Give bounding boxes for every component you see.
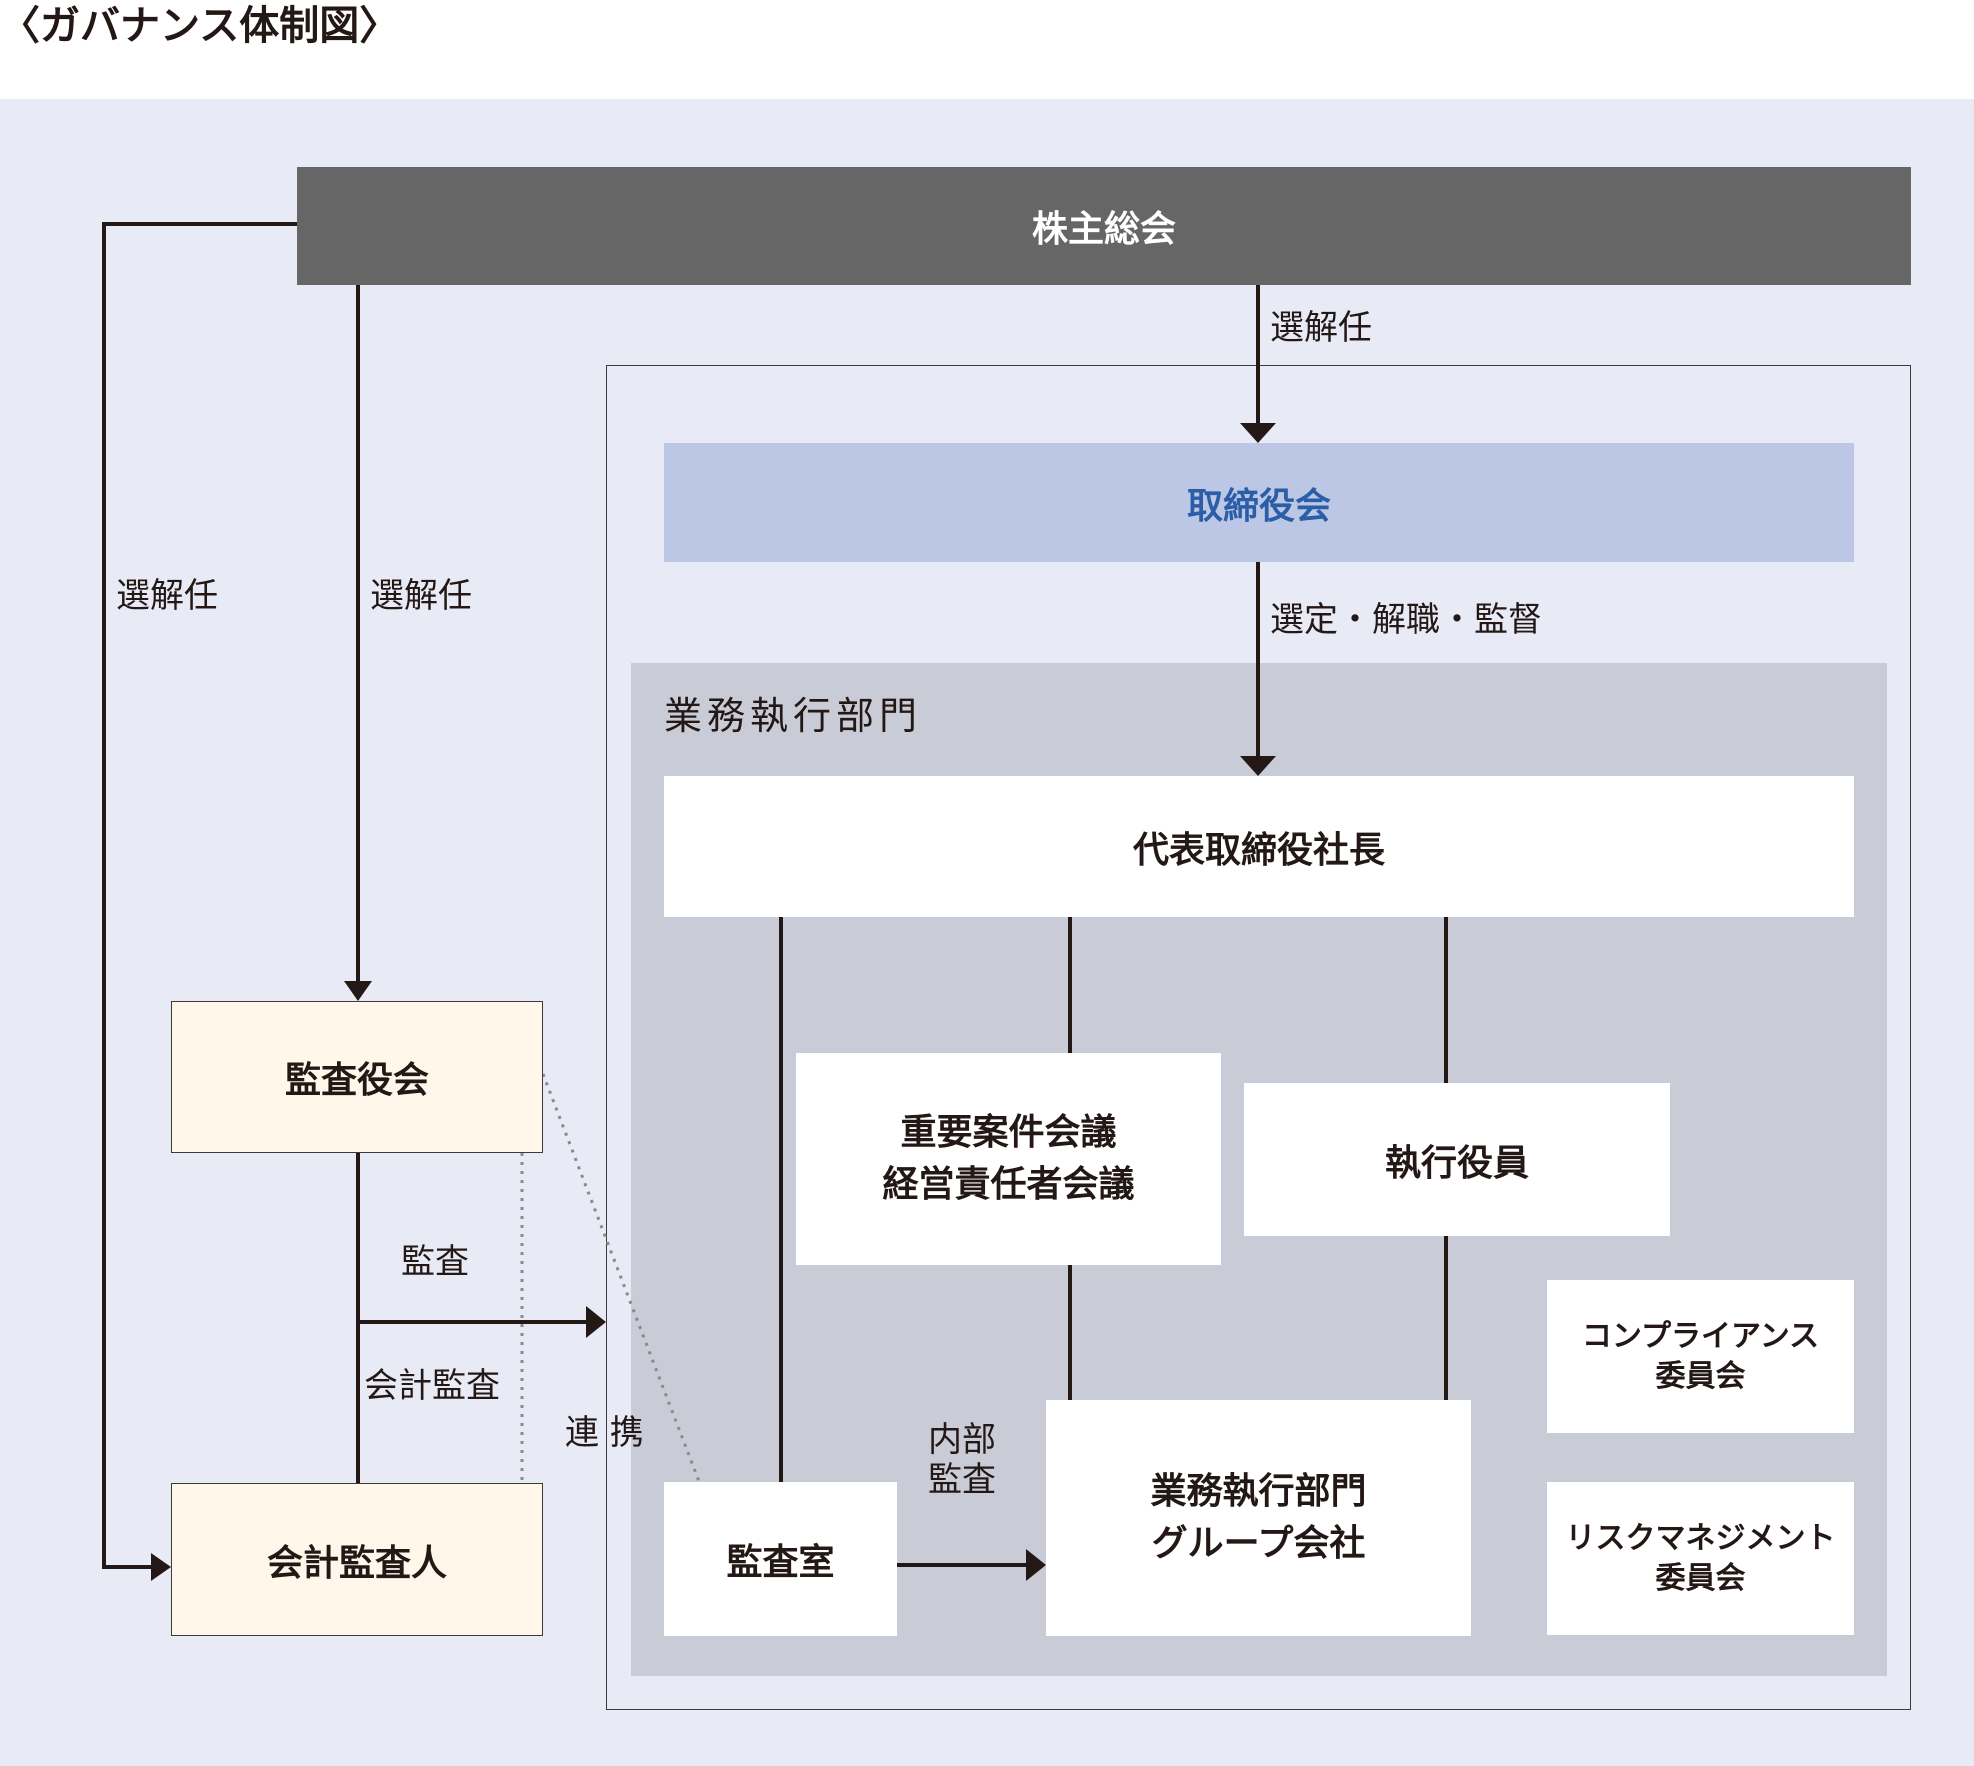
board-of-directors-box: 取締役会 xyxy=(664,443,1854,562)
label-accounting-audit: 会計監査 xyxy=(364,1366,500,1406)
line-shareholders-to-accountant xyxy=(102,222,297,1569)
arrowhead-group xyxy=(1026,1549,1046,1581)
label-appoint-board: 選解任 xyxy=(1270,308,1372,348)
label-appoint-accountant: 選解任 xyxy=(116,576,218,616)
accounting-auditor-box: 会計監査人 xyxy=(171,1483,543,1636)
audit-board-box: 監査役会 xyxy=(171,1001,543,1153)
arrowhead-audit xyxy=(586,1306,606,1338)
compliance-line-2: 委員会 xyxy=(1655,1358,1746,1394)
council-line-1: 重要案件会議 xyxy=(900,1112,1117,1153)
arrowhead-accountant xyxy=(151,1553,171,1581)
dotted-line-cooperation-diagonal xyxy=(541,1073,702,1485)
compliance-committee-box: コンプライアンス 委員会 xyxy=(1547,1280,1854,1433)
council-box: 重要案件会議 経営責任者会議 xyxy=(796,1053,1221,1265)
label-audit: 監査 xyxy=(401,1242,469,1282)
label-cooperation: 連 携 xyxy=(565,1413,644,1453)
arrowhead-audit-board xyxy=(344,981,372,1001)
executive-division-title: 業務執行部門 xyxy=(664,694,923,738)
arrowhead-president xyxy=(1240,756,1276,776)
risk-committee-box: リスクマネジメント 委員会 xyxy=(1547,1482,1854,1635)
audit-room-box: 監査室 xyxy=(664,1482,897,1636)
shareholders-meeting-box: 株主総会 xyxy=(297,167,1911,285)
arrowhead-board xyxy=(1240,423,1276,443)
president-box: 代表取締役社長 xyxy=(664,776,1854,917)
label-select-supervise: 選定・解職・監督 xyxy=(1270,600,1542,640)
label-appoint-audit-board: 選解任 xyxy=(370,576,472,616)
label-internal-audit-1: 内部 xyxy=(928,1420,996,1460)
executive-officers-box: 執行役員 xyxy=(1244,1083,1670,1236)
label-internal-audit-2: 監査 xyxy=(928,1460,996,1500)
group-companies-box: 業務執行部門 グループ会社 xyxy=(1046,1400,1471,1636)
page-title: 〈ガバナンス体制図〉 xyxy=(0,3,400,49)
compliance-line-1: コンプライアンス xyxy=(1581,1318,1820,1354)
risk-line-2: 委員会 xyxy=(1655,1560,1746,1596)
council-line-2: 経営責任者会議 xyxy=(882,1164,1135,1205)
risk-line-1: リスクマネジメント xyxy=(1565,1520,1836,1556)
group-line-2: グループ会社 xyxy=(1151,1523,1366,1564)
group-line-1: 業務執行部門 xyxy=(1150,1471,1367,1512)
